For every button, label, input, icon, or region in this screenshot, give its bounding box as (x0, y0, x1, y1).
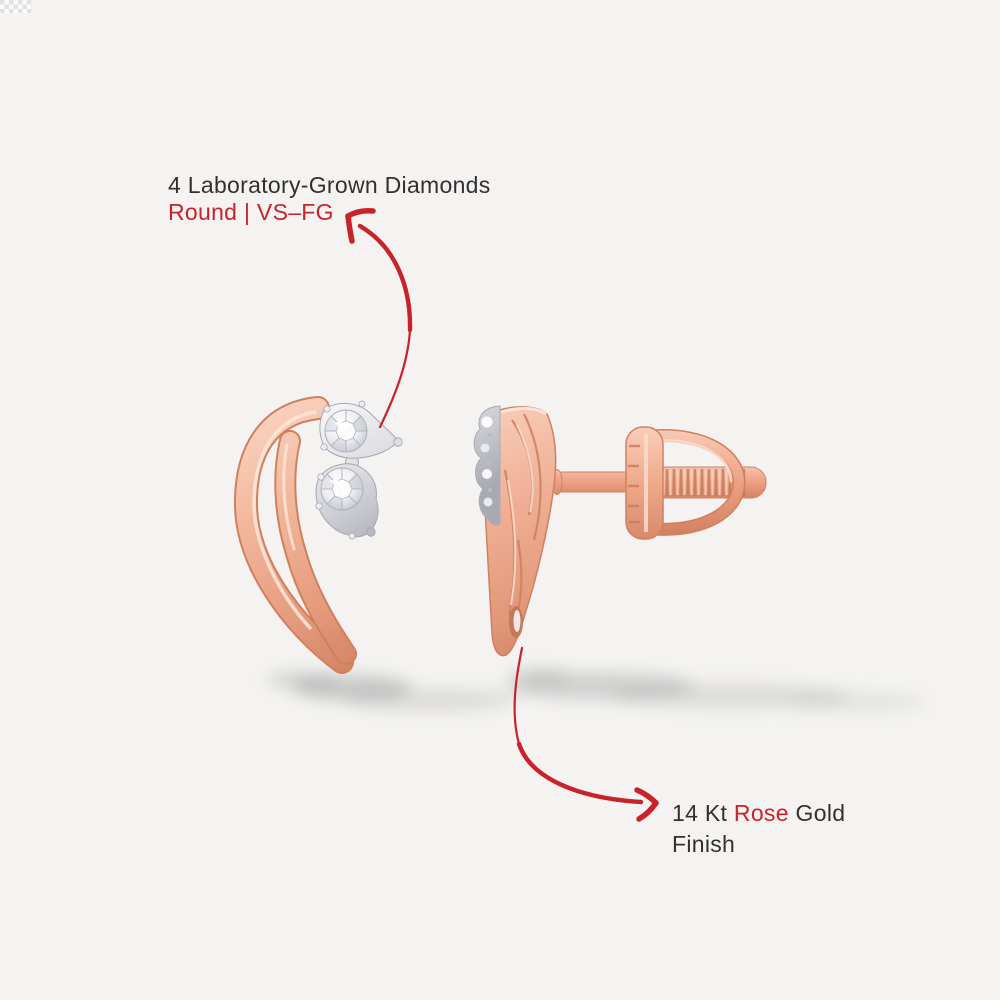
finish-karat-text: 14 Kt (672, 800, 728, 826)
side-diamonds (473, 405, 501, 526)
drop-shadow (266, 668, 926, 712)
diamonds-cut-clarity-text: Round | VS–FG (168, 199, 334, 225)
diamond-stone (320, 467, 364, 511)
finish-gold-text: Gold (795, 800, 846, 826)
earring-side-view (473, 405, 767, 657)
corner-artifact (0, 0, 32, 13)
arrow-to-finish-callout (513, 646, 659, 822)
diamond-stone (324, 409, 368, 453)
earring-front-view (233, 396, 403, 674)
screw-back-loop (644, 429, 746, 536)
threaded-post (651, 466, 767, 499)
arrow-to-diamonds-callout (345, 207, 413, 429)
ear-post (551, 471, 635, 493)
callout-diamonds: 4 Laboratory-Grown Diamonds Round | VS–F… (168, 172, 491, 226)
finish-rose-text: Rose (733, 800, 789, 826)
diamonds-spec-text: 4 Laboratory-Grown Diamonds (168, 172, 491, 198)
finish-text-line1: 14 Kt Rose Gold (672, 798, 845, 829)
callout-finish: 14 Kt Rose Gold Finish (672, 798, 845, 860)
rose-gold-swirl (233, 396, 357, 674)
screw-back-disc (625, 426, 664, 540)
front-diamonds (315, 400, 403, 540)
finish-text-line2: Finish (672, 831, 736, 857)
